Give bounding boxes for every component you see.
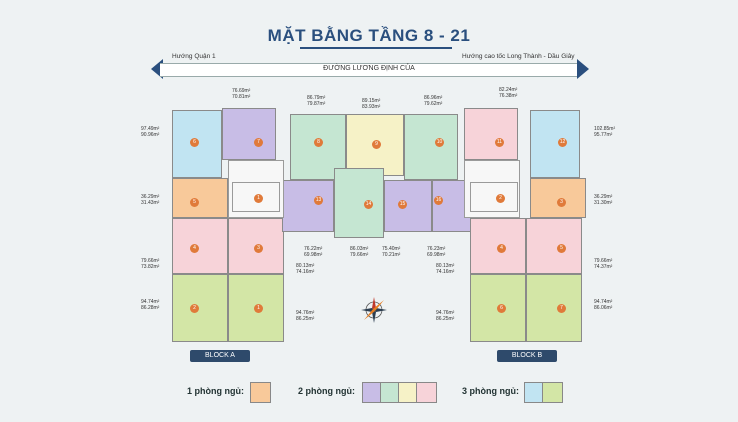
road-label: ĐƯỜNG LƯƠNG ĐỊNH CỦA: [323, 65, 415, 72]
apartment-unit: [282, 180, 334, 232]
legend-swatch: [542, 382, 563, 403]
legend-swatch: [250, 382, 271, 403]
unit-number-badge: 12: [558, 138, 567, 147]
unit-number-badge: 6: [497, 304, 506, 313]
apartment-unit: [526, 218, 582, 274]
direction-right: Hướng cao tốc Long Thành - Dầu Giây: [462, 53, 575, 60]
arrow-right-icon: [577, 59, 589, 79]
apartment-unit: [526, 274, 582, 342]
apartment-unit: [172, 110, 222, 178]
apartment-unit: [530, 110, 580, 178]
unit-number-badge: 13: [314, 196, 323, 205]
legend-two-bed-label: 2 phòng ngủ:: [298, 386, 355, 396]
block-a-label: BLOCK A: [190, 350, 250, 362]
unit-number-badge: 7: [254, 138, 263, 147]
unit-number-badge: 2: [190, 304, 199, 313]
apartment-unit: [172, 178, 228, 218]
unit-number-badge: 8: [314, 138, 323, 147]
apartment-unit: [172, 274, 228, 342]
road-bar: ĐƯỜNG LƯƠNG ĐỊNH CỦA: [160, 63, 578, 77]
unit-number-badge: 3: [254, 244, 263, 253]
unit-number-badge: 9: [372, 140, 381, 149]
stair-core: [470, 182, 518, 212]
page-title: MẶT BẰNG TẦNG 8 - 21: [267, 26, 471, 45]
unit-number-badge: 4: [190, 244, 199, 253]
unit-number-badge: 15: [398, 200, 407, 209]
unit-number-badge: 1: [254, 304, 263, 313]
title-underline: [300, 47, 452, 49]
apartment-unit: [404, 114, 458, 180]
unit-number-badge: 5: [190, 198, 199, 207]
unit-number-badge: 4: [497, 244, 506, 253]
unit-number-badge: 6: [190, 138, 199, 147]
compass-icon: [361, 297, 387, 323]
apartment-unit: [222, 108, 276, 160]
apartment-unit: [464, 108, 518, 160]
unit-number-badge: 2: [496, 194, 505, 203]
apartment-unit: [384, 180, 432, 232]
unit-number-badge: 11: [495, 138, 504, 147]
apartment-unit: [334, 168, 384, 238]
unit-number-badge: 10: [435, 138, 444, 147]
unit-number-badge: 3: [557, 198, 566, 207]
unit-number-badge: 16: [434, 196, 443, 205]
unit-number-badge: 1: [254, 194, 263, 203]
block-b-label: BLOCK B: [497, 350, 557, 362]
legend-three-bed-label: 3 phòng ngủ:: [462, 386, 519, 396]
legend-swatch: [416, 382, 437, 403]
unit-number-badge: 14: [364, 200, 373, 209]
apartment-unit: [172, 218, 228, 274]
legend-one-bed-label: 1 phòng ngủ:: [187, 386, 244, 396]
direction-left: Hướng Quận 1: [172, 53, 216, 60]
unit-number-badge: 7: [557, 304, 566, 313]
unit-number-badge: 5: [557, 244, 566, 253]
